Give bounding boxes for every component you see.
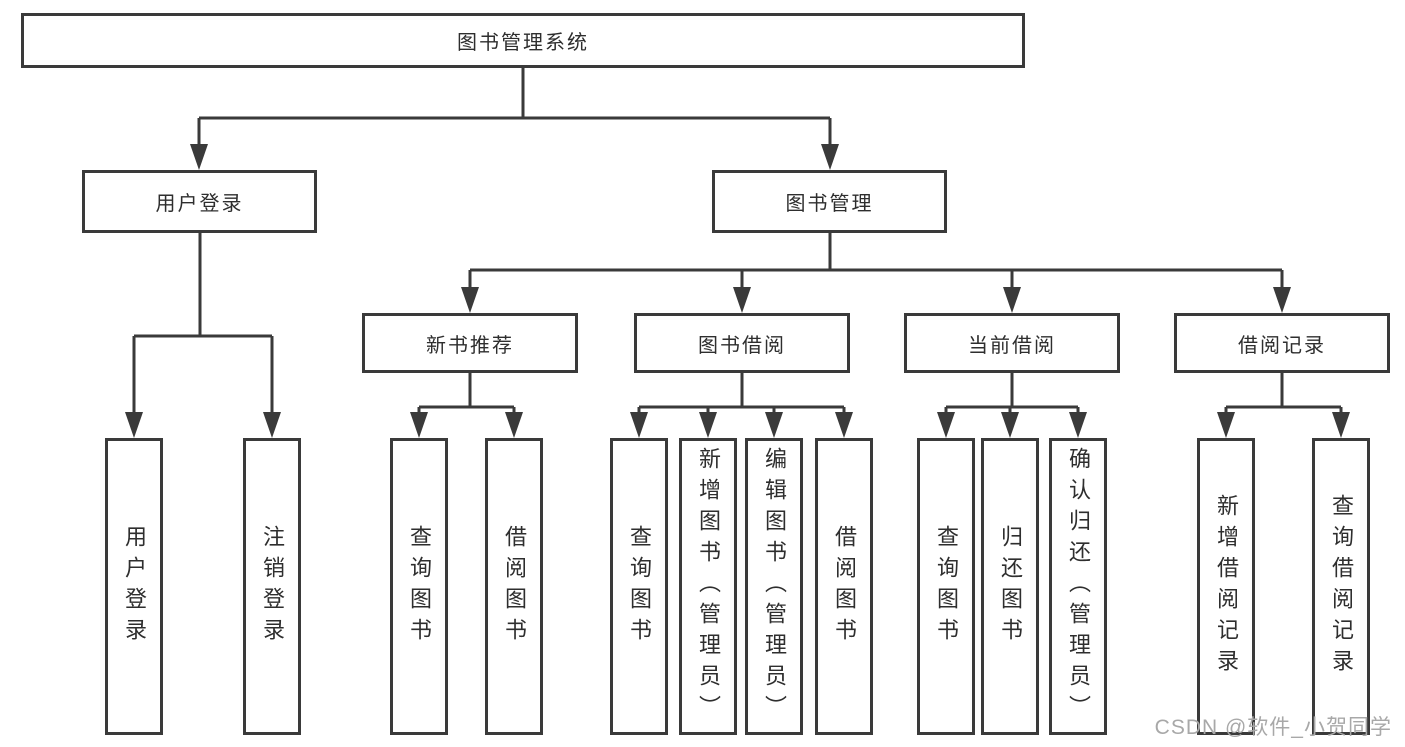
leaf-edit-books-admin: 编辑图书（管理员） — [745, 438, 803, 735]
leaf-borrow-books: 借阅图书 — [815, 438, 873, 735]
node-current-borrow: 当前借阅 — [904, 313, 1120, 373]
node-new-book-recommend: 新书推荐 — [362, 313, 578, 373]
leaf-logout: 注销登录 — [243, 438, 301, 735]
node-book-management: 图书管理 — [712, 170, 947, 233]
node-user-login: 用户登录 — [82, 170, 317, 233]
leaf-query-books-current: 查询图书 — [917, 438, 975, 735]
leaf-add-borrow-record: 新增借阅记录 — [1197, 438, 1255, 735]
leaf-query-borrow-record: 查询借阅记录 — [1312, 438, 1370, 735]
leaf-confirm-return-admin: 确认归还（管理员） — [1049, 438, 1107, 735]
leaf-user-login: 用户登录 — [105, 438, 163, 735]
leaf-return-books: 归还图书 — [981, 438, 1039, 735]
leaf-query-books-recommend: 查询图书 — [390, 438, 448, 735]
leaf-query-books-borrow: 查询图书 — [610, 438, 668, 735]
csdn-watermark: CSDN @软件_小贺同学 — [1154, 716, 1392, 739]
node-book-borrow: 图书借阅 — [634, 313, 850, 373]
leaf-borrow-books-recommend: 借阅图书 — [485, 438, 543, 735]
node-borrow-records: 借阅记录 — [1174, 313, 1390, 373]
node-root-system: 图书管理系统 — [21, 13, 1025, 68]
leaf-add-books-admin: 新增图书（管理员） — [679, 438, 737, 735]
